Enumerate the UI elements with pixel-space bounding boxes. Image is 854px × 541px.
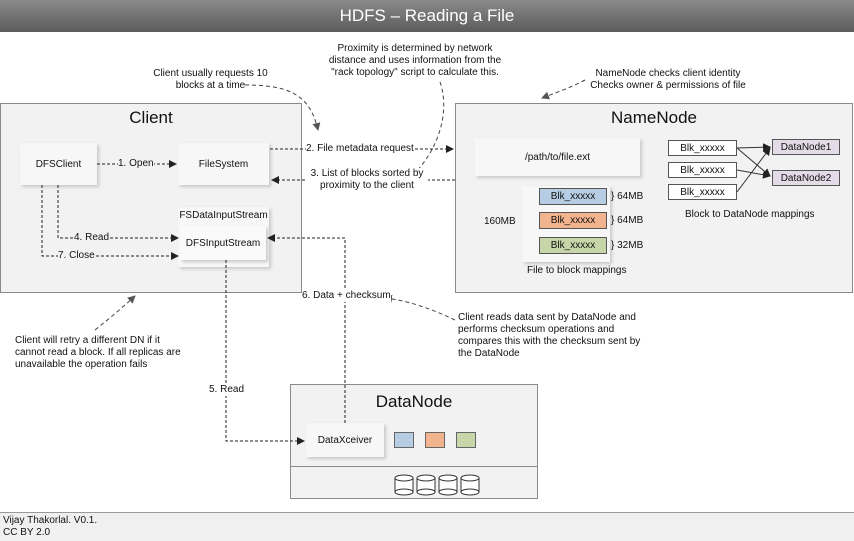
dataxceiver-component: DataXceiver xyxy=(306,423,384,457)
disk-icons xyxy=(394,474,480,496)
client-title: Client xyxy=(129,108,173,127)
datanode-block-2 xyxy=(425,432,445,448)
file-block-3: Blk_xxxxx xyxy=(539,237,607,254)
mapping-block-2: Blk_xxxxx xyxy=(668,162,737,178)
footer: Vijay Thakorlal. V0.1. CC BY 2.0 xyxy=(0,512,854,541)
datanode2-label: DataNode2 xyxy=(772,170,840,186)
file-path-component: /path/to/file.ext xyxy=(475,138,640,176)
datanode-title: DataNode xyxy=(375,392,453,411)
footer-author: Vijay Thakorlal. V0.1. xyxy=(3,515,98,526)
mapping-block-3: Blk_xxxxx xyxy=(668,184,737,200)
file-block-size-3: } 32MB xyxy=(611,240,644,251)
arrow-read5 xyxy=(225,260,305,445)
note-client-requests: Client usually requests 10 blocks at a t… xyxy=(153,68,268,91)
label-read4: 4. Read xyxy=(74,232,110,244)
arrow-close xyxy=(41,185,179,260)
note-client-reads: Client reads data sent by DataNode and p… xyxy=(458,312,641,359)
fsdatainputstream-label: FSDataInputStream xyxy=(179,210,268,221)
dfsclient-component: DFSClient xyxy=(20,143,97,185)
file-size-label: 160MB xyxy=(484,216,516,227)
filesystem-component: FileSystem xyxy=(178,143,269,185)
label-open: 1. Open xyxy=(118,158,154,170)
file-block-1: Blk_xxxxx xyxy=(539,188,607,205)
namenode-box: NameNode xyxy=(455,103,853,293)
arrow-data-checksum xyxy=(267,234,346,423)
datanode-block-1 xyxy=(394,432,414,448)
arrow-read4 xyxy=(57,185,179,242)
mapping-block-1: Blk_xxxxx xyxy=(668,140,737,156)
note-namenode-checks: NameNode checks client identity Checks o… xyxy=(590,68,746,91)
file-to-block-caption: File to block mappings xyxy=(527,265,627,276)
page-title: HDFS – Reading a File xyxy=(0,0,854,32)
label-data-checksum: 6. Data + checksum xyxy=(302,290,391,302)
block-to-dn-caption: Block to DataNode mappings xyxy=(685,209,815,220)
note-client-retry: Client will retry a different DN if it c… xyxy=(15,335,181,370)
label-close: 7. Close xyxy=(58,250,95,262)
file-block-2: Blk_xxxxx xyxy=(539,212,607,229)
file-block-size-2: } 64MB xyxy=(611,215,644,226)
note-proximity: Proximity is determined by network dista… xyxy=(328,43,502,78)
namenode-title: NameNode xyxy=(611,108,697,127)
file-block-size-1: } 64MB xyxy=(611,191,644,202)
dfsinputstream-component: DFSInputStream xyxy=(180,226,266,260)
label-list-blocks: 3. List of blocks sorted by proximity to… xyxy=(306,168,428,192)
datanode-block-3 xyxy=(456,432,476,448)
label-read5: 5. Read xyxy=(209,384,245,396)
datanode-divider xyxy=(290,466,538,467)
datanode1-label: DataNode1 xyxy=(772,139,840,155)
footer-license: CC BY 2.0 xyxy=(3,527,51,538)
label-metadata-request: 2. File metadata request xyxy=(306,143,414,155)
